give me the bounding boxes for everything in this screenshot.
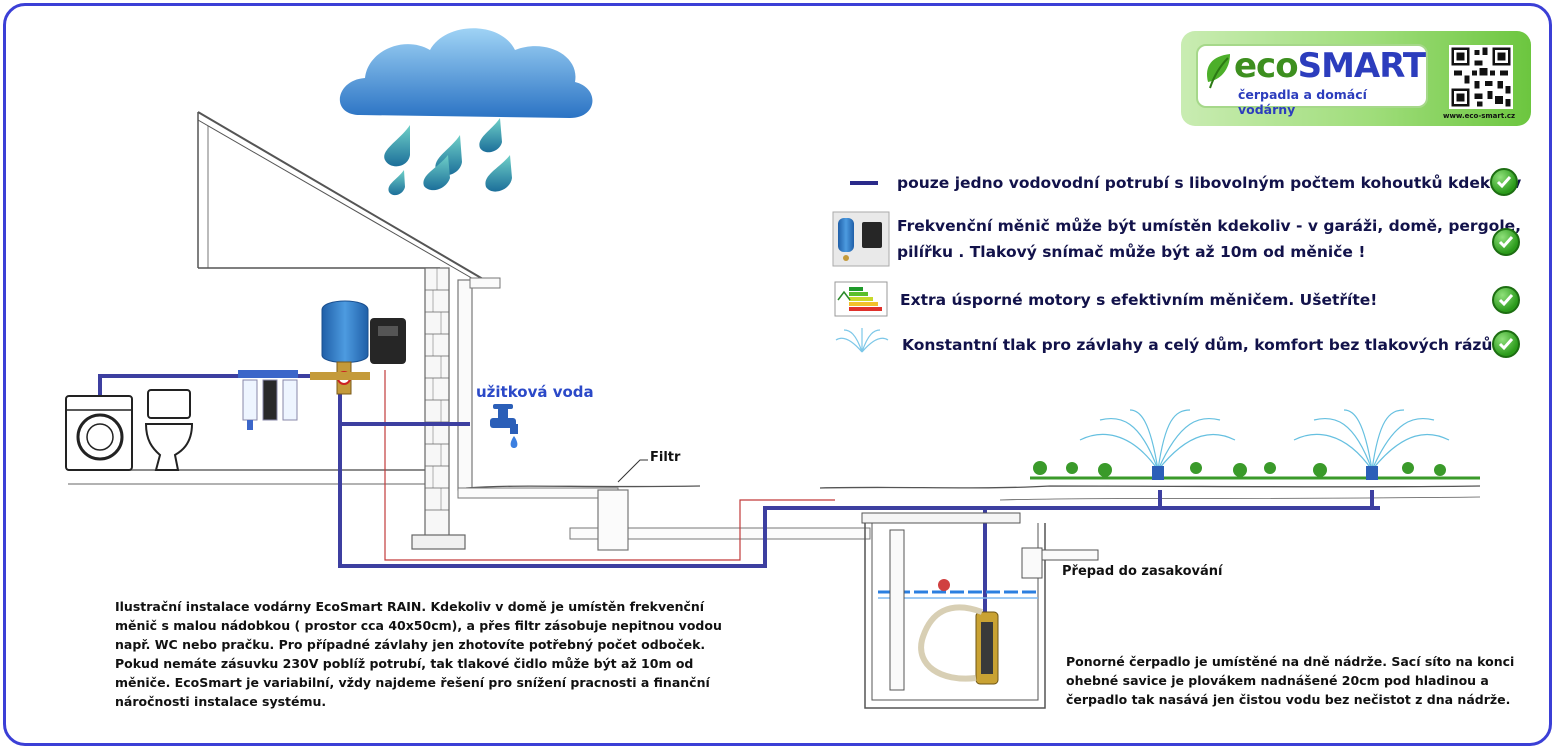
check-icon (1492, 228, 1520, 256)
pressure-tank-inverter-icon (832, 211, 890, 267)
inverter-controller-icon (370, 318, 406, 364)
submersible-pump-icon (918, 579, 999, 685)
logo-wordmark: ecoSMART (1234, 46, 1426, 86)
overflow-label: Přepad do zasakování (1062, 564, 1223, 579)
drain-pipe (457, 487, 871, 551)
pressure-tank-icon (310, 300, 370, 395)
feature-inverter-location-line1: Frekvenční měnič může být umístěn kdekol… (897, 217, 1522, 235)
water-tank (861, 512, 1099, 709)
check-icon (1492, 286, 1520, 314)
logo-badge: ecoSMART čerpadla a domácí vodárny (1196, 44, 1428, 117)
rain-cloud-icon (339, 28, 593, 119)
filter-label: Filtr (650, 450, 681, 465)
sprinkler-spray-icon (835, 328, 889, 353)
house-roof (197, 111, 489, 285)
energy-label-icon (834, 281, 888, 317)
water-tap-icon (490, 404, 518, 448)
raindrops-icon (384, 118, 512, 196)
garden-plants-icon (1030, 461, 1480, 480)
ground (465, 485, 1481, 501)
blue-pipe-line-icon (850, 181, 878, 185)
check-icon (1492, 330, 1520, 358)
filter-pointer (617, 459, 648, 483)
toilet-icon (144, 389, 194, 471)
description-right: Ponorné čerpadlo je umístěné na dně nádr… (1066, 654, 1515, 707)
ecosmart-logo: ecoSMART čerpadla a domácí vodárny www.e… (1181, 31, 1531, 126)
sprinkler-right-icon (1293, 409, 1450, 480)
sprinkler-left-icon (1079, 409, 1236, 480)
logo-tagline: čerpadla a domácí vodárny (1238, 87, 1367, 117)
feature-constant-pressure: Konstantní tlak pro závlahy a celý dům, … (902, 336, 1500, 354)
description-left: Ilustrační instalace vodárny EcoSmart RA… (115, 599, 722, 709)
washing-machine-icon (65, 395, 133, 471)
qr-code-icon[interactable] (1449, 45, 1513, 109)
water-filters-icon (238, 370, 298, 430)
downspout (457, 277, 501, 491)
leaf-icon (1206, 54, 1230, 89)
diagram-frame (3, 3, 1552, 746)
house-wall (68, 267, 466, 550)
feature-inverter-location-line2: pilířku . Tlakový snímač může být až 10m… (897, 243, 1366, 261)
check-icon (1490, 168, 1518, 196)
website-url[interactable]: www.eco-smart.cz (1443, 112, 1516, 120)
feature-single-pipe: pouze jedno vodovodní potrubí s libovoln… (897, 174, 1522, 192)
pressure-sensor-cable (384, 370, 835, 561)
feature-energy-saving: Extra úsporné motory s efektivním měniče… (900, 291, 1378, 309)
utility-water-label: užitková voda (476, 383, 594, 401)
